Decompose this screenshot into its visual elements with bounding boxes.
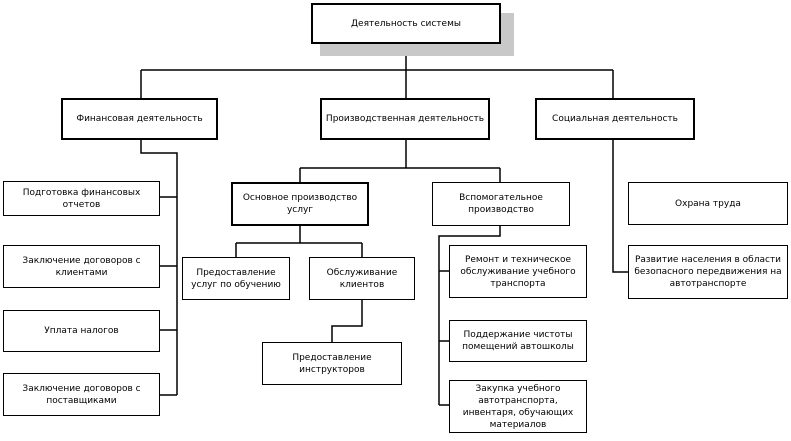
- financial-title: Финансовая деятельность: [76, 114, 203, 124]
- root-label: Деятельность системы: [351, 18, 461, 29]
- training-services-box: Предоставление услуг по обучению: [182, 257, 290, 300]
- financial-item-label: Подготовка финансовых отчетов: [22, 187, 141, 210]
- instructors-label: Предоставление инструкторов: [292, 352, 372, 375]
- connector-social-trunk: [612, 140, 628, 273]
- social-item-label: Развитие населения в области безопасного…: [634, 255, 782, 289]
- social-item-label: Охрана труда: [675, 198, 741, 209]
- auxiliary-item: Закупка учебного автотранспорта, инвента…: [449, 380, 587, 433]
- production-title: Производственная деятельность: [325, 114, 485, 124]
- main-production-title: Основное производство услуг: [242, 193, 358, 215]
- auxiliary-production-title: Вспомогательное производство: [459, 193, 543, 215]
- auxiliary-item: Поддержание чистоты помещений автошколы: [449, 320, 587, 362]
- financial-item: Подготовка финансовых отчетов: [3, 181, 160, 216]
- financial-item-label: Уплата налогов: [44, 326, 119, 336]
- auxiliary-item-label: Закупка учебного автотранспорта, инвента…: [462, 383, 574, 430]
- connector-aux-trunk: [438, 226, 501, 405]
- connector-financial-trunk: [140, 140, 178, 395]
- financial-box: Финансовая деятельность: [61, 98, 218, 140]
- financial-item-label: Заключение договоров с клиентами: [22, 255, 141, 278]
- auxiliary-item-label: Ремонт и техническое обслуживание учебно…: [460, 254, 576, 289]
- auxiliary-production-box: Вспомогательное производство: [432, 182, 570, 226]
- root-box: Деятельность системы: [311, 3, 501, 44]
- connector-to-instructors: [331, 300, 363, 342]
- main-production-box: Основное производство услуг: [231, 182, 369, 226]
- training-services-label: Предоставление услуг по обучению: [191, 267, 281, 290]
- social-item: Охрана труда: [628, 182, 788, 225]
- financial-item: Заключение договоров с поставщиками: [3, 373, 160, 416]
- financial-item: Заключение договоров с клиентами: [3, 245, 160, 288]
- auxiliary-item: Ремонт и техническое обслуживание учебно…: [449, 245, 587, 298]
- social-item: Развитие населения в области безопасного…: [628, 245, 788, 299]
- auxiliary-item-label: Поддержание чистоты помещений автошколы: [462, 330, 574, 352]
- financial-item-label: Заключение договоров с поставщиками: [22, 383, 141, 406]
- social-title: Социальная деятельность: [552, 114, 678, 124]
- client-service-box: Обслуживание клиентов: [309, 257, 415, 300]
- production-box: Производственная деятельность: [320, 98, 490, 140]
- client-service-label: Обслуживание клиентов: [326, 267, 398, 290]
- financial-item: Уплата налогов: [3, 310, 160, 352]
- instructors-box: Предоставление инструкторов: [262, 342, 402, 385]
- social-box: Социальная деятельность: [535, 98, 695, 140]
